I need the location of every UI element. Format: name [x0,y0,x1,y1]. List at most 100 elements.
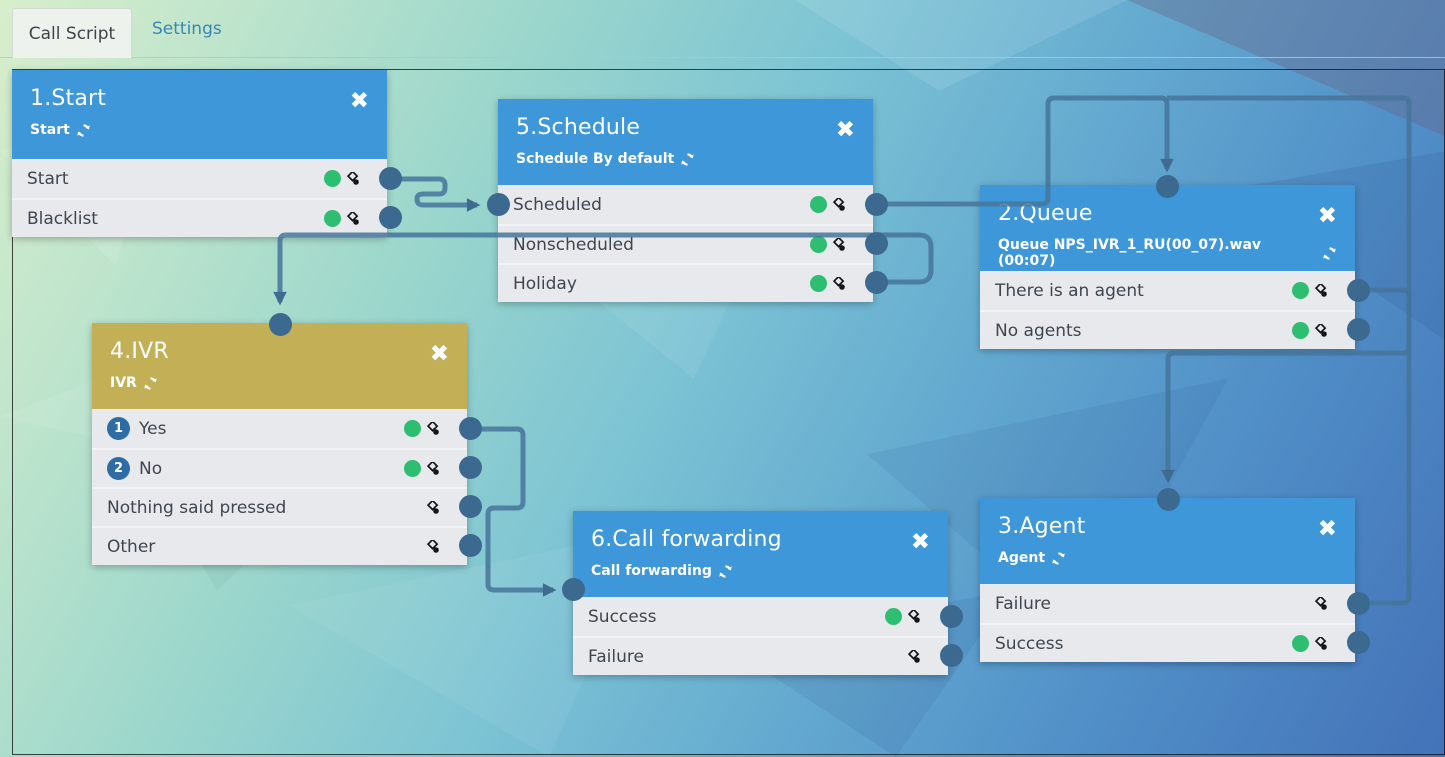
row-label: Failure [995,593,1051,614]
status-dot [1292,322,1309,339]
unlink-icon[interactable] [426,461,440,476]
unlink-icon[interactable] [832,237,846,252]
refresh-icon[interactable] [1051,551,1066,566]
close-node-icon[interactable]: ✖ [429,341,449,367]
output-endpoint[interactable] [864,193,888,216]
row-success: Success [980,623,1355,662]
unlink-icon[interactable] [426,500,440,515]
output-endpoint[interactable] [458,534,482,557]
row-label: Success [588,606,657,627]
row-success: Success [573,597,948,636]
tab-bar: Call Script Settings [0,0,1445,58]
output-endpoint[interactable] [864,232,888,255]
close-node-icon[interactable]: ✖ [1317,203,1337,229]
unlink-icon[interactable] [346,211,360,226]
output-endpoint[interactable] [458,456,482,479]
close-node-icon[interactable]: ✖ [349,88,369,114]
close-node-icon[interactable]: ✖ [835,117,855,143]
input-endpoint[interactable] [561,577,585,601]
row-holiday: Holiday [498,263,873,302]
unlink-icon[interactable] [426,539,440,554]
row-label: Nothing said pressed [107,497,287,518]
dtmf-badge: 1 [107,417,130,440]
input-endpoint[interactable] [268,312,292,336]
node-header[interactable]: 4.IVR✖IVR [92,323,467,409]
node-subtitle: Call forwarding [591,563,712,579]
tab-call-script-label: Call Script [28,23,116,44]
row-label: Holiday [513,273,577,294]
output-endpoint[interactable] [864,271,888,294]
node-subtitle: Schedule By default [516,151,675,167]
unlink-icon[interactable] [1314,283,1328,298]
tab-settings[interactable]: Settings [152,0,222,57]
input-endpoint[interactable] [1156,487,1180,511]
row-label: Success [995,633,1064,654]
row-start: Start [12,159,387,198]
input-endpoint[interactable] [486,192,510,216]
node-queue[interactable]: 2.Queue✖Queue NPS_IVR_1_RU(00_07).wav (0… [980,185,1355,349]
node-header[interactable]: 3.Agent ✖ Agent [980,498,1355,584]
status-dot [885,608,902,625]
output-endpoint[interactable] [939,644,963,667]
row-label: No agents [995,320,1082,341]
close-node-icon[interactable]: ✖ [1317,516,1337,542]
node-header[interactable]: 5.Schedule✖Schedule By default [498,99,873,185]
node-subtitle: Start [30,122,70,138]
output-endpoint[interactable] [1346,592,1370,615]
output-endpoint[interactable] [458,417,482,440]
row-label: Other [107,536,156,557]
row-label: Failure [588,646,644,667]
row-label: There is an agent [995,280,1144,301]
output-endpoint[interactable] [378,167,402,190]
node-header[interactable]: 6.Call forwarding ✖ Call forwarding [573,511,948,597]
close-node-icon[interactable]: ✖ [910,529,930,555]
input-endpoint[interactable] [1155,174,1179,198]
unlink-icon[interactable] [1314,323,1328,338]
unlink-icon[interactable] [346,171,360,186]
output-endpoint[interactable] [378,206,402,229]
row-no-agents: No agents [980,310,1355,349]
node-title: 3.Agent [998,514,1086,539]
row-blacklist: Blacklist [12,198,387,237]
refresh-icon[interactable] [680,152,695,167]
unlink-icon[interactable] [1314,596,1328,611]
refresh-icon[interactable] [1322,246,1337,261]
output-endpoint[interactable] [1346,279,1370,302]
row-other: Other [92,526,467,565]
unlink-icon[interactable] [832,276,846,291]
unlink-icon[interactable] [1314,636,1328,651]
status-dot [404,460,421,477]
row-failure: Failure [573,636,948,675]
output-endpoint[interactable] [939,605,963,628]
refresh-icon[interactable] [76,123,91,138]
row-label: Nonscheduled [513,234,634,255]
refresh-icon[interactable] [718,564,733,579]
output-endpoint[interactable] [1346,318,1370,341]
node-title: 6.Call forwarding [591,527,782,552]
output-endpoint[interactable] [458,495,482,518]
row-nothing-said-pressed: Nothing said pressed [92,487,467,526]
node-header[interactable]: 2.Queue✖Queue NPS_IVR_1_RU(00_07).wav (0… [980,185,1355,271]
unlink-icon[interactable] [426,421,440,436]
status-dot [810,275,827,292]
node-header[interactable]: 1.Start✖Start [12,70,387,159]
status-dot [324,170,341,187]
output-endpoint[interactable] [1346,631,1370,654]
dtmf-badge: 2 [107,457,130,480]
unlink-icon[interactable] [907,649,921,664]
unlink-icon[interactable] [907,609,921,624]
row-nonscheduled: Nonscheduled [498,224,873,263]
unlink-icon[interactable] [832,197,846,212]
refresh-icon[interactable] [143,376,158,391]
tab-call-script[interactable]: Call Script [12,8,132,58]
node-subtitle: Agent [998,550,1046,566]
row-label: Start [27,168,69,189]
node-subtitle: Queue NPS_IVR_1_RU(00_07).wav (00:07) [998,237,1262,269]
